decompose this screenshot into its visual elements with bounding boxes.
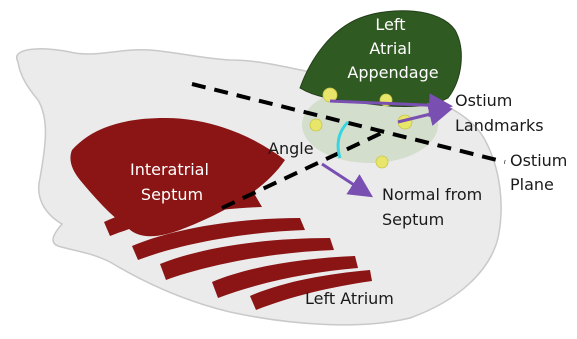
angle-label: Angle [268, 139, 314, 158]
ostium-plane-label-line: Ostium [510, 151, 567, 170]
ostium-landmarks-label-line: Landmarks [455, 116, 544, 135]
landmark-marker [310, 119, 322, 131]
appendage-label-line: Atrial [369, 39, 411, 58]
ostium-landmarks-label: Ostium Landmarks [455, 91, 544, 135]
interatrial-septum-label-line: Interatrial [130, 160, 209, 179]
ostium-plane-label: Ostium Plane [510, 151, 572, 194]
landmark-marker [376, 156, 388, 168]
interatrial-septum-label-line: Septum [141, 185, 203, 204]
ostium-plane-label-line: Plane [510, 175, 554, 194]
appendage-label-line: Appendage [347, 63, 438, 82]
normal-from-septum-label-line: Septum [382, 210, 444, 229]
ostium-landmarks-label-line: Ostium [455, 91, 512, 110]
left-atrium-label: Left Atrium [305, 289, 394, 308]
appendage-label-line: Left [375, 15, 405, 34]
normal-from-septum-label-line: Normal from [382, 185, 482, 204]
